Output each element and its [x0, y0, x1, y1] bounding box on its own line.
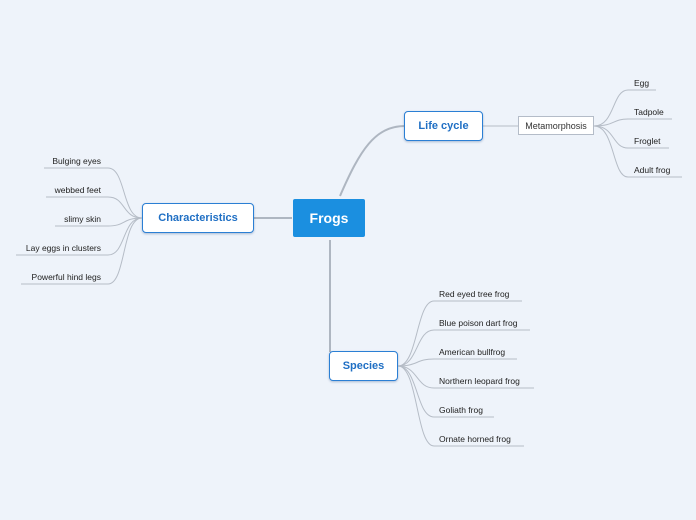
leaf-bulging-eyes[interactable]: Bulging eyes	[52, 156, 101, 166]
leaf-webbed-feet[interactable]: webbed feet	[54, 185, 101, 195]
metamorphosis-leaf-connectors	[593, 89, 682, 178]
leaf-egg[interactable]: Egg	[634, 78, 650, 88]
branch-node-life-cycle[interactable]: Life cycle	[404, 111, 483, 141]
leaf-lay-eggs-in-clusters[interactable]: Lay eggs in clusters	[25, 243, 101, 253]
root-node-label: Frogs	[309, 210, 349, 226]
leaf-ornate-horned-frog[interactable]: Ornate horned frog	[439, 434, 511, 444]
branch-node-label: Characteristics	[158, 212, 238, 224]
leaf-northern-leopard-frog[interactable]: Northern leopard frog	[439, 376, 520, 386]
branch-node-species[interactable]: Species	[329, 351, 398, 381]
sub-node-metamorphosis[interactable]: Metamorphosis	[518, 116, 594, 135]
root-node-frogs[interactable]: Frogs	[293, 199, 365, 237]
leaf-tadpole[interactable]: Tadpole	[634, 107, 664, 117]
leaf-blue-poison-dart-frog[interactable]: Blue poison dart frog	[439, 318, 518, 328]
connector-root-lifecycle	[339, 125, 406, 197]
leaf-goliath-frog[interactable]: Goliath frog	[439, 405, 483, 415]
branch-node-label: Life cycle	[418, 120, 469, 132]
leaf-froglet[interactable]: Froglet	[634, 136, 661, 146]
leaf-slimy-skin[interactable]: slimy skin	[64, 214, 101, 224]
sub-node-label: Metamorphosis	[525, 120, 587, 131]
leaf-adult-frog[interactable]: Adult frog	[634, 165, 671, 175]
branch-node-label: Species	[342, 360, 385, 372]
branch-node-characteristics[interactable]: Characteristics	[142, 203, 254, 233]
leaf-red-eyed-tree-frog[interactable]: Red eyed tree frog	[439, 289, 510, 299]
leaf-american-bullfrog[interactable]: American bullfrog	[439, 347, 506, 357]
leaf-powerful-hind-legs[interactable]: Powerful hind legs	[31, 272, 101, 282]
species-leaf-connectors	[397, 300, 534, 447]
characteristics-leaf-connectors	[16, 167, 143, 285]
